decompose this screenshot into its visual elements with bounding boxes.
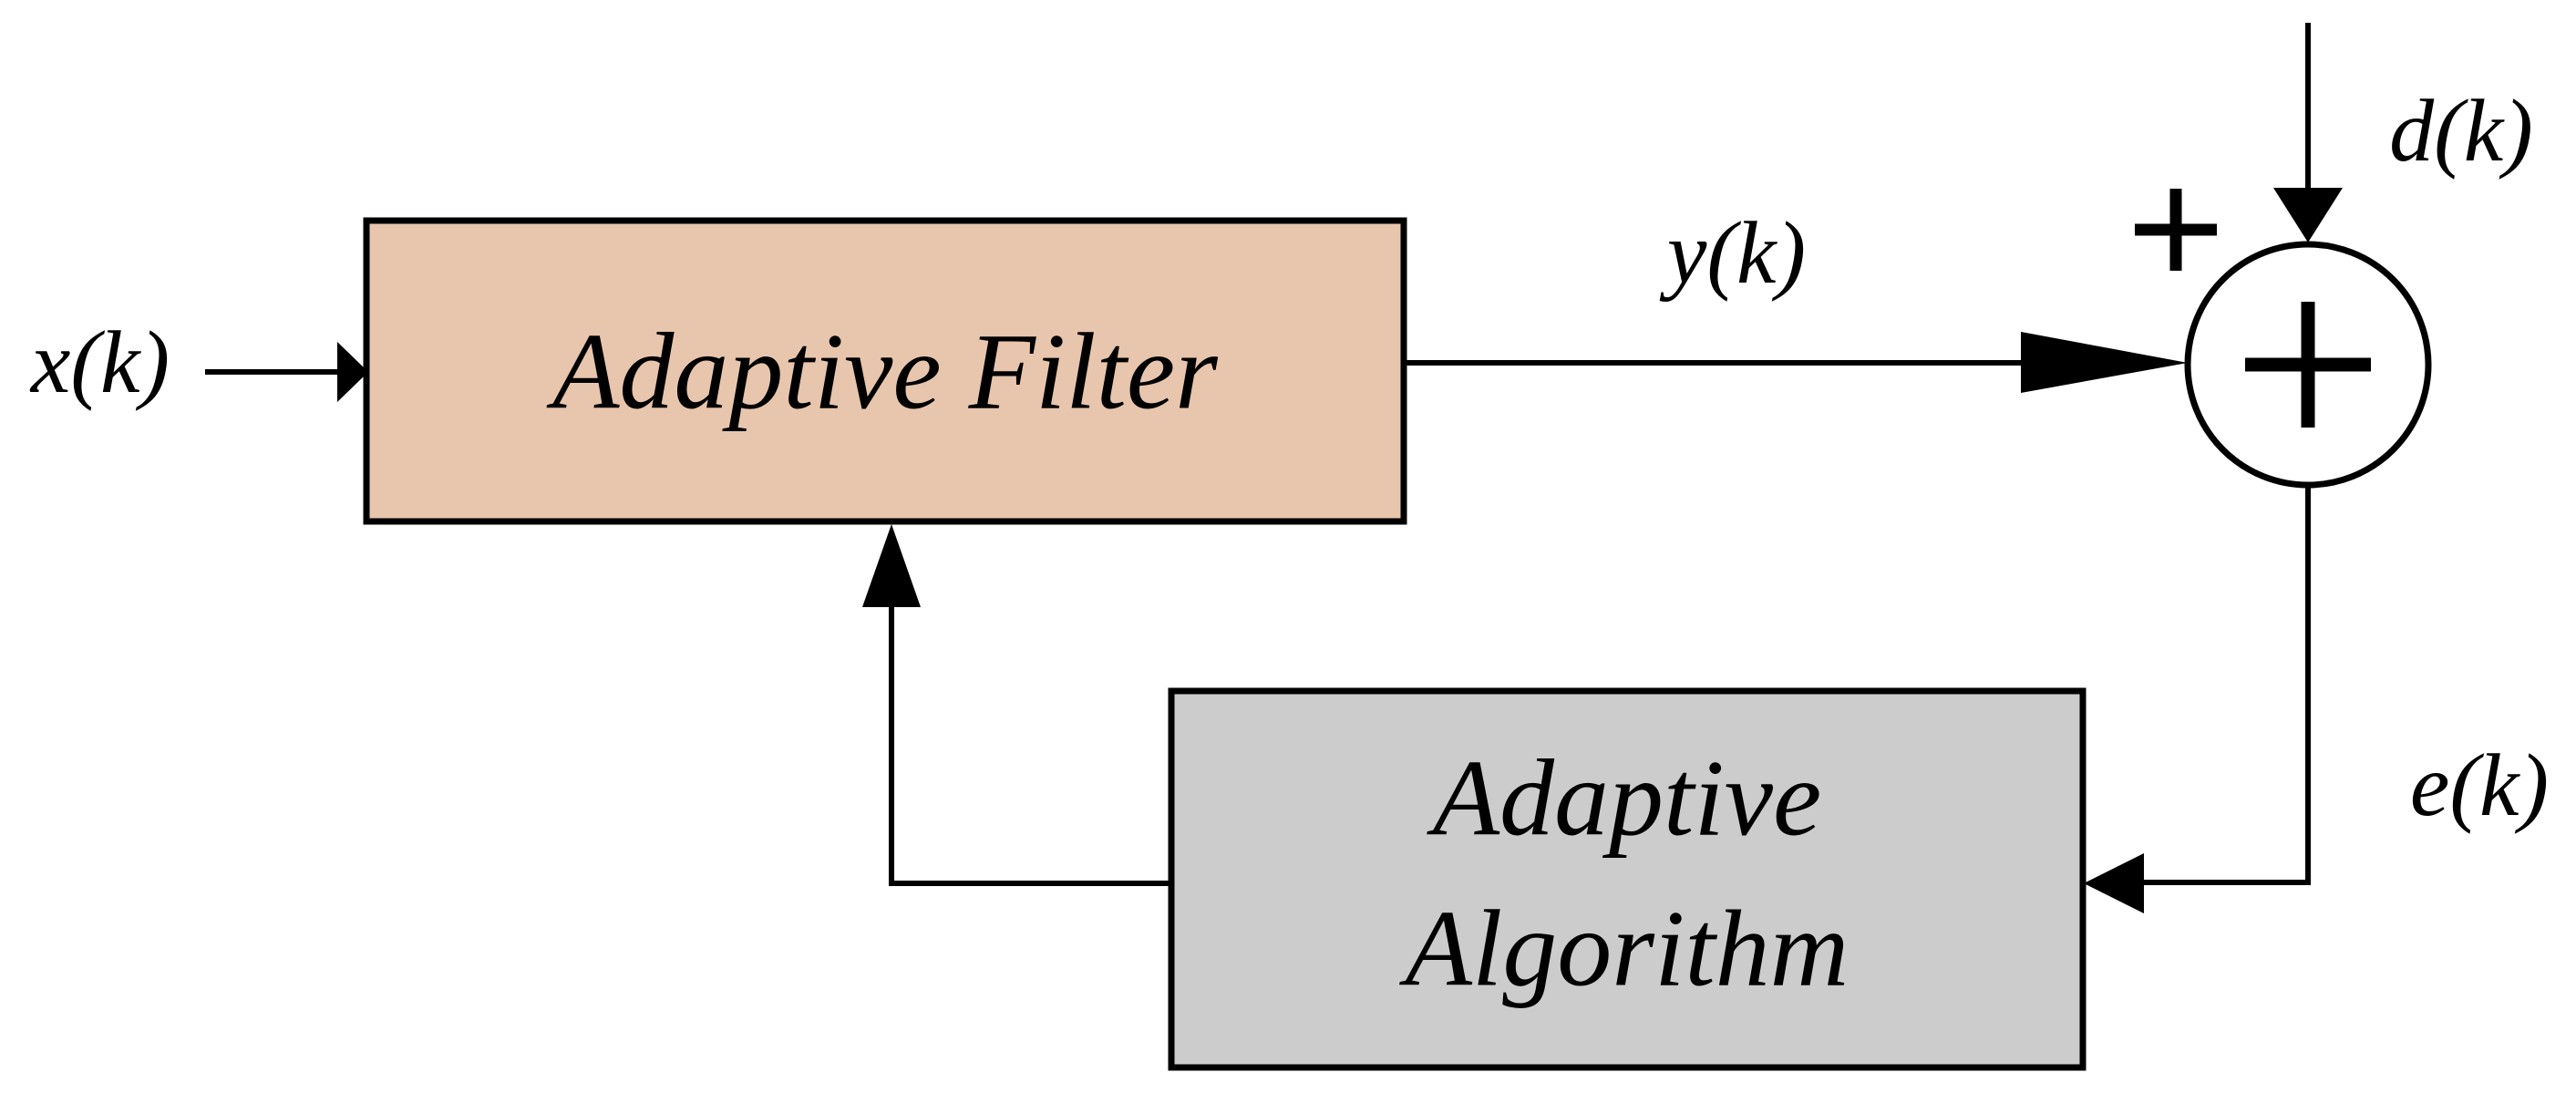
adaptive-algorithm-label-line2: Algorithm bbox=[1399, 888, 1850, 1009]
desired-arrowhead-icon bbox=[2273, 188, 2343, 242]
error-signal-label: e(k) bbox=[2410, 737, 2549, 835]
output-signal-label: y(k) bbox=[1659, 204, 1806, 303]
error-arrowhead-icon bbox=[2084, 853, 2144, 913]
summing-junction-plus-icon bbox=[2245, 302, 2371, 428]
error-signal-line bbox=[2097, 483, 2311, 885]
feedback-arrowhead-icon bbox=[862, 524, 921, 607]
adaptive-filter-block bbox=[363, 217, 1407, 525]
adaptive-algorithm-label-line1: Adaptive bbox=[1427, 737, 1822, 859]
input-signal-label: x(k) bbox=[29, 314, 170, 412]
feedback-line bbox=[889, 603, 1171, 886]
input-plus-sign-icon bbox=[2135, 189, 2217, 271]
input-arrowhead-icon bbox=[337, 342, 368, 402]
output-arrowhead-icon bbox=[2021, 332, 2188, 393]
adaptive-algorithm-block bbox=[1168, 687, 2087, 1071]
adaptive-filter-label: Adaptive Filter bbox=[546, 311, 1219, 432]
desired-signal-label: d(k) bbox=[2389, 82, 2533, 180]
